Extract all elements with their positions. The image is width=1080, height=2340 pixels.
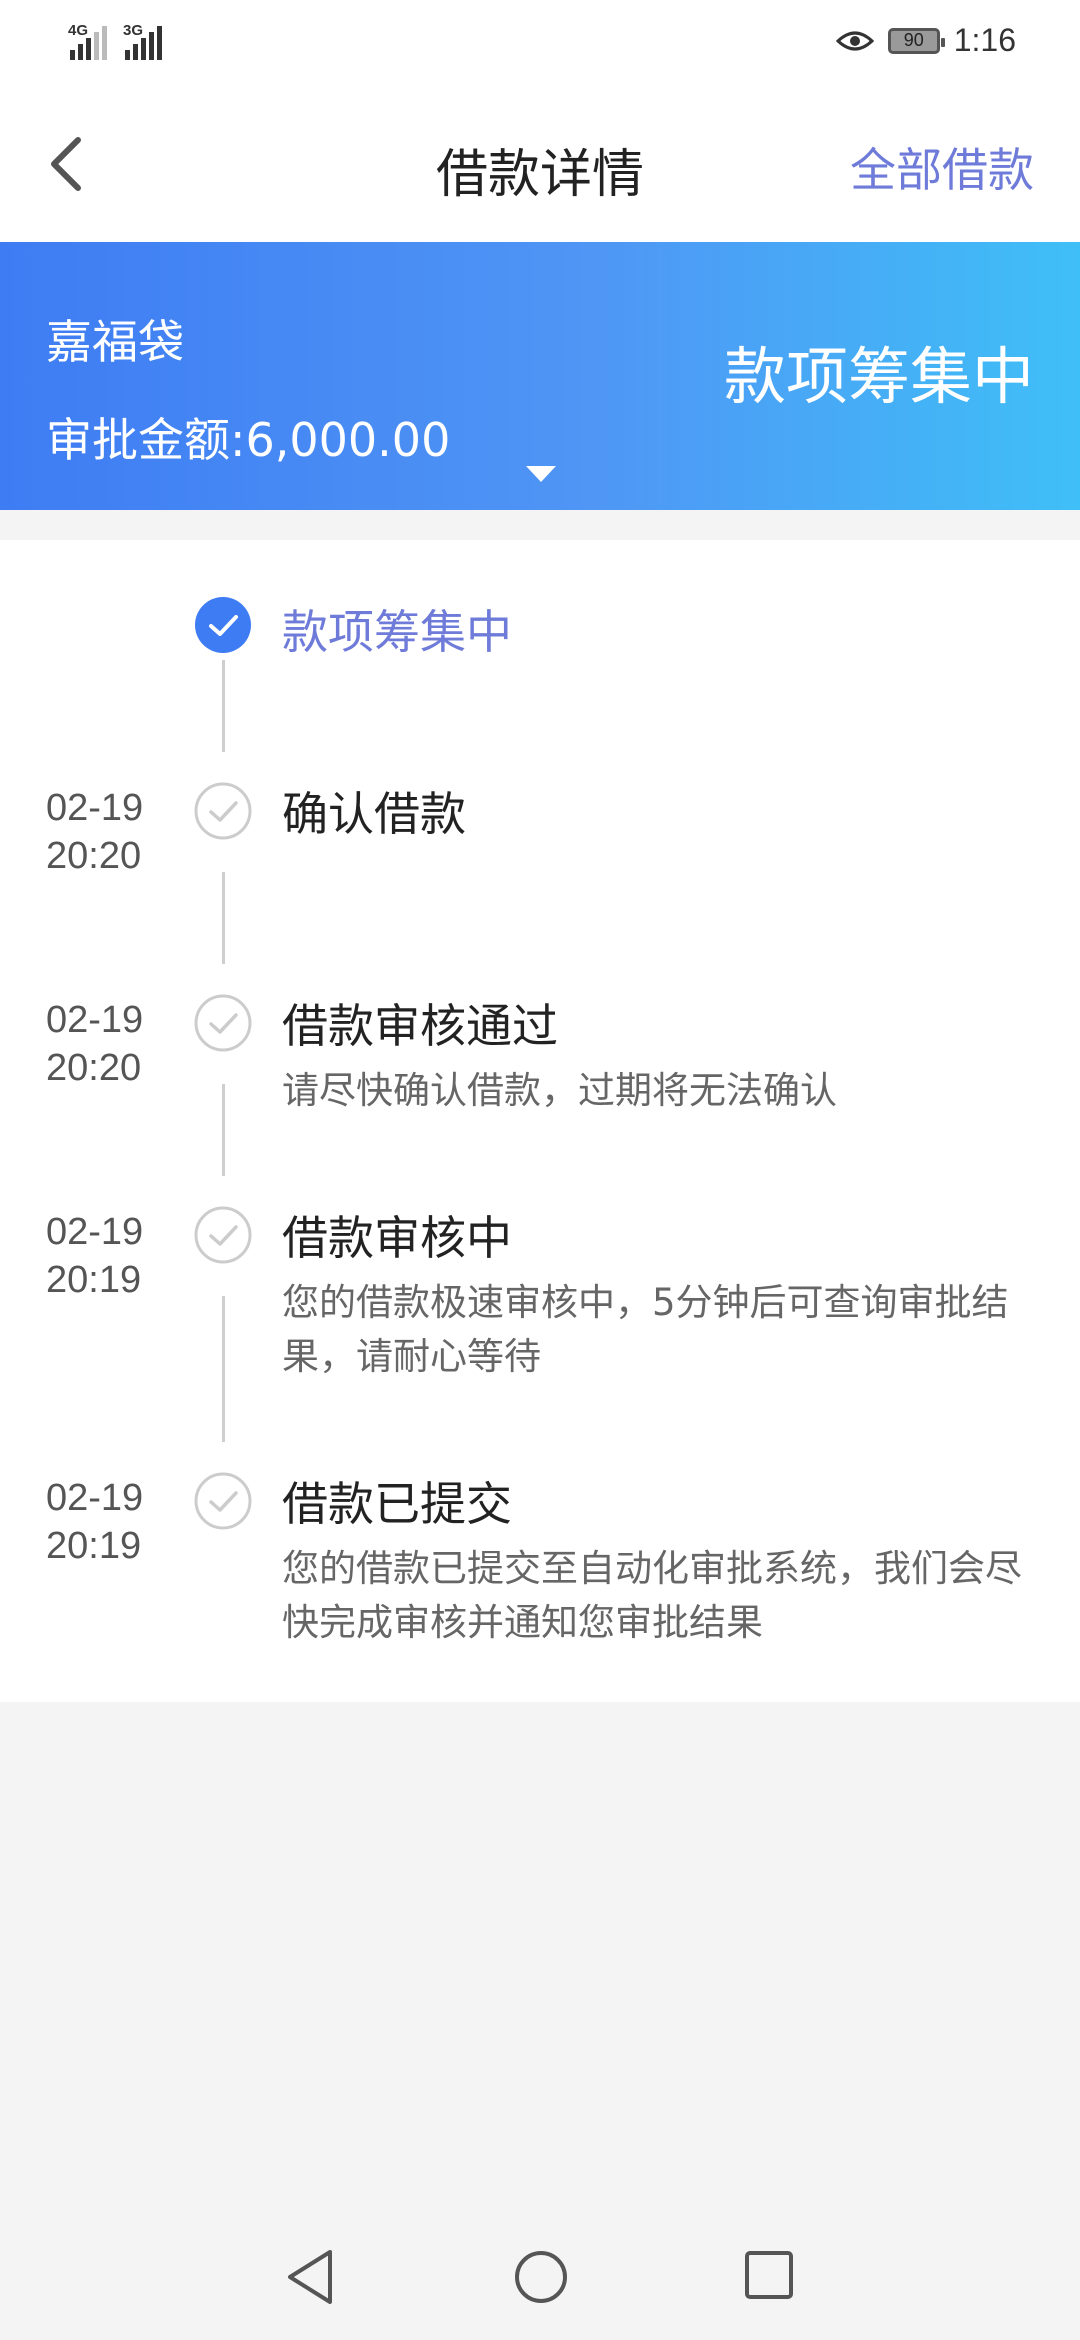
timeline-time: 20:20 (46, 1047, 142, 1089)
network-type-2: 3G (123, 22, 144, 39)
timeline-timestamp: 02-19 20:19 (46, 1474, 166, 1570)
chevron-left-icon[interactable] (44, 132, 88, 196)
eye-icon (835, 31, 874, 50)
system-nav-bar (0, 2216, 1080, 2340)
battery-icon: 90 (887, 27, 945, 54)
timeline-description: 请尽快确认借款，过期将无法确认 (282, 1069, 837, 1112)
network-type-1: 4G (68, 22, 89, 39)
check-circle-outline-icon (194, 782, 252, 840)
timeline-title: 确认借款 (282, 787, 466, 841)
product-name: 嘉福袋 (46, 315, 184, 369)
timeline-timestamp: 02-19 20:20 (46, 996, 166, 1092)
battery-level: 90 (903, 30, 924, 50)
progress-timeline: 款项筹集中 02-19 20:20 确认借款 02-19 20:20 (0, 540, 1080, 1702)
signal-3g-icon: 3G (123, 22, 162, 60)
check-circle-outline-icon (194, 1472, 252, 1530)
loan-summary-banner: 嘉福袋 审批金额:6,000.00 款项筹集中 (0, 242, 1080, 510)
app-header: 借款详情 全部借款 (0, 90, 1080, 242)
timeline-title: 款项筹集中 (282, 605, 512, 659)
caret-down-icon[interactable] (524, 464, 558, 484)
timeline-date: 02-19 (46, 999, 144, 1041)
triangle-back-icon[interactable] (284, 2248, 336, 2306)
timeline-time: 20:19 (46, 1525, 142, 1567)
timeline-connector (222, 1296, 225, 1442)
timeline-connector (222, 1084, 225, 1176)
all-loans-link[interactable]: 全部借款 (850, 143, 1034, 197)
check-circle-outline-icon (194, 1206, 252, 1264)
timeline-time: 20:19 (46, 1259, 142, 1301)
clock: 1:16 (953, 22, 1016, 58)
timeline-time: 20:20 (46, 835, 142, 877)
timeline-title: 借款已提交 (282, 1477, 512, 1531)
timeline-date: 02-19 (46, 1477, 144, 1519)
check-circle-filled-icon (195, 597, 251, 653)
timeline-description: 您的借款极速审核中，5分钟后可查询审批结果，请耐心等待 (282, 1281, 1009, 1378)
timeline-timestamp: 02-19 20:19 (46, 1208, 166, 1304)
timeline-timestamp: 02-19 20:20 (46, 784, 166, 880)
loan-status: 款项筹集中 (723, 340, 1034, 413)
status-right: 90 1:16 (835, 22, 1016, 59)
signal-4g-icon: 4G (68, 22, 107, 60)
approved-amount: 审批金额:6,000.00 (46, 413, 451, 467)
status-bar: 4G 3G 90 1: (0, 0, 1080, 90)
timeline-connector (222, 872, 225, 964)
timeline-title: 借款审核中 (282, 1211, 512, 1265)
circle-home-icon[interactable] (514, 2250, 568, 2304)
timeline-description: 您的借款已提交至自动化审批系统，我们会尽快完成审核并通知您审批结果 (282, 1547, 1022, 1644)
timeline-connector (222, 660, 225, 752)
timeline-title: 借款审核通过 (282, 999, 558, 1053)
square-recent-icon[interactable] (744, 2250, 794, 2300)
timeline-date: 02-19 (46, 1211, 144, 1253)
check-circle-outline-icon (194, 994, 252, 1052)
page-title: 借款详情 (435, 145, 644, 205)
signal-group: 4G 3G (68, 22, 162, 60)
timeline-date: 02-19 (46, 787, 144, 829)
